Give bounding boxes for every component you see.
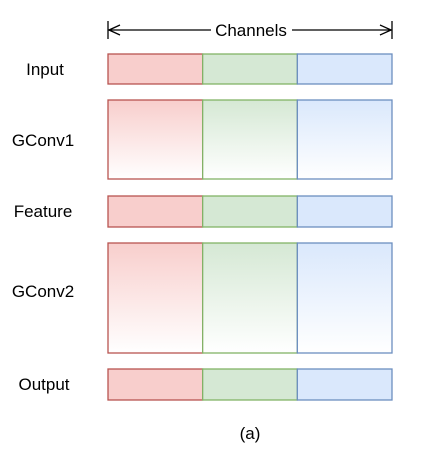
row-label-feature: Feature — [14, 202, 73, 221]
channel-group-1-cell — [107, 368, 204, 401]
channel-group-2-cell — [202, 99, 298, 180]
row-cells-feature — [107, 195, 393, 228]
row-input: Input — [26, 53, 393, 85]
row-label-gconv1: GConv1 — [12, 131, 74, 150]
row-label-gconv2: GConv2 — [12, 282, 74, 301]
row-cells-output — [107, 368, 393, 401]
row-label-input: Input — [26, 60, 64, 79]
row-gconv1: GConv1 — [12, 99, 393, 180]
row-label-output: Output — [18, 375, 69, 394]
row-gconv2: GConv2 — [12, 242, 393, 354]
channel-group-3-cell — [296, 242, 393, 354]
arrowhead-right-icon — [379, 24, 392, 36]
channel-group-3-cell — [296, 195, 393, 228]
channel-group-3-cell — [296, 99, 393, 180]
figure-caption: (a) — [240, 424, 261, 443]
channel-group-1-cell — [107, 195, 204, 228]
channel-group-1-cell — [107, 53, 204, 85]
rows-layer: Input GConv1 Feature GConv2 Output — [12, 53, 393, 401]
channel-group-3-cell — [296, 53, 393, 85]
row-cells-input — [107, 53, 393, 85]
channel-group-1-cell — [107, 242, 204, 354]
channel-group-2-cell — [202, 53, 298, 85]
channel-group-2-cell — [202, 368, 298, 401]
channel-group-1-cell — [107, 99, 204, 180]
channels-axis-label-bg — [211, 19, 292, 41]
row-output: Output — [18, 368, 393, 401]
channel-group-2-cell — [202, 242, 298, 354]
row-cells-gconv2 — [107, 242, 393, 354]
channels-axis: Channels — [107, 19, 393, 41]
channels-axis-label: Channels — [215, 21, 287, 40]
arrowhead-left-icon — [108, 24, 121, 36]
channel-group-3-cell — [296, 368, 393, 401]
row-feature: Feature — [14, 195, 393, 228]
channel-group-2-cell — [202, 195, 298, 228]
row-cells-gconv1 — [107, 99, 393, 180]
